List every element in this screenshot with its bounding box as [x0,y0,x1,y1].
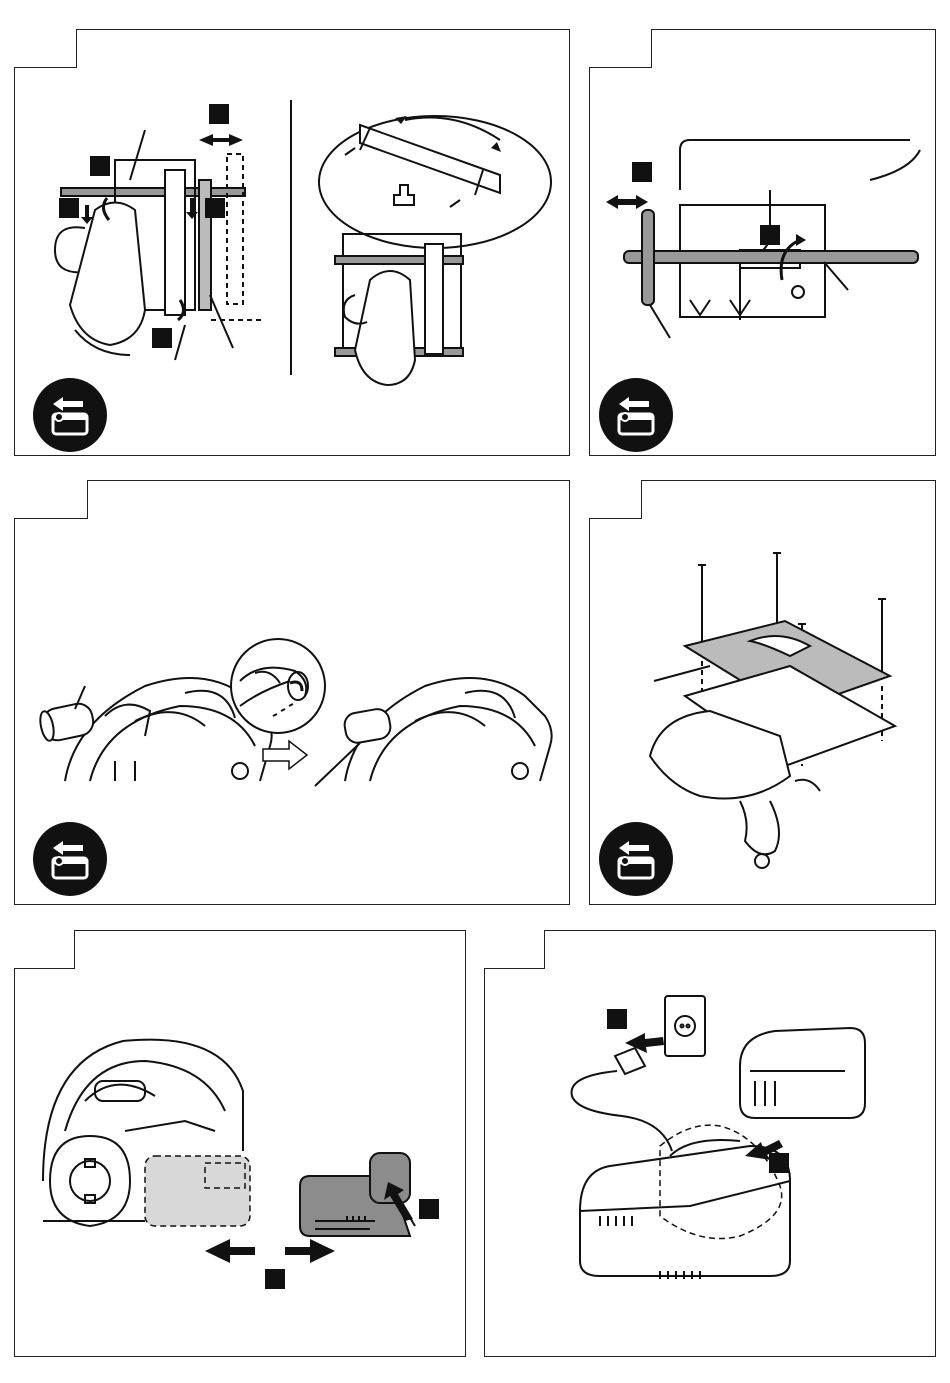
callout-marker [152,328,172,348]
callout-marker [419,1199,439,1219]
callout-marker [205,198,225,218]
callout-marker [769,1153,789,1173]
remove-battery-icon [599,822,673,896]
remove-battery-icon [33,378,107,452]
battery-install-illustration [15,931,467,1358]
figure-panel-base-plate [589,480,936,905]
figure-panel-charging [484,930,936,1357]
figure-panel-battery-install [14,930,466,1357]
remove-battery-icon [599,378,673,452]
callout-marker [265,1269,285,1289]
callout-marker [760,225,780,245]
callout-marker [632,162,652,182]
charging-illustration [485,931,937,1358]
figure-panel-guide-insert [589,29,936,456]
callout-marker [59,198,79,218]
figure-panel-dust-nozzle [14,480,570,905]
callout-marker [90,156,110,176]
callout-marker [209,104,229,124]
remove-battery-icon [33,822,107,896]
figure-panel-guide-fence [14,29,570,456]
callout-marker [607,1009,627,1029]
